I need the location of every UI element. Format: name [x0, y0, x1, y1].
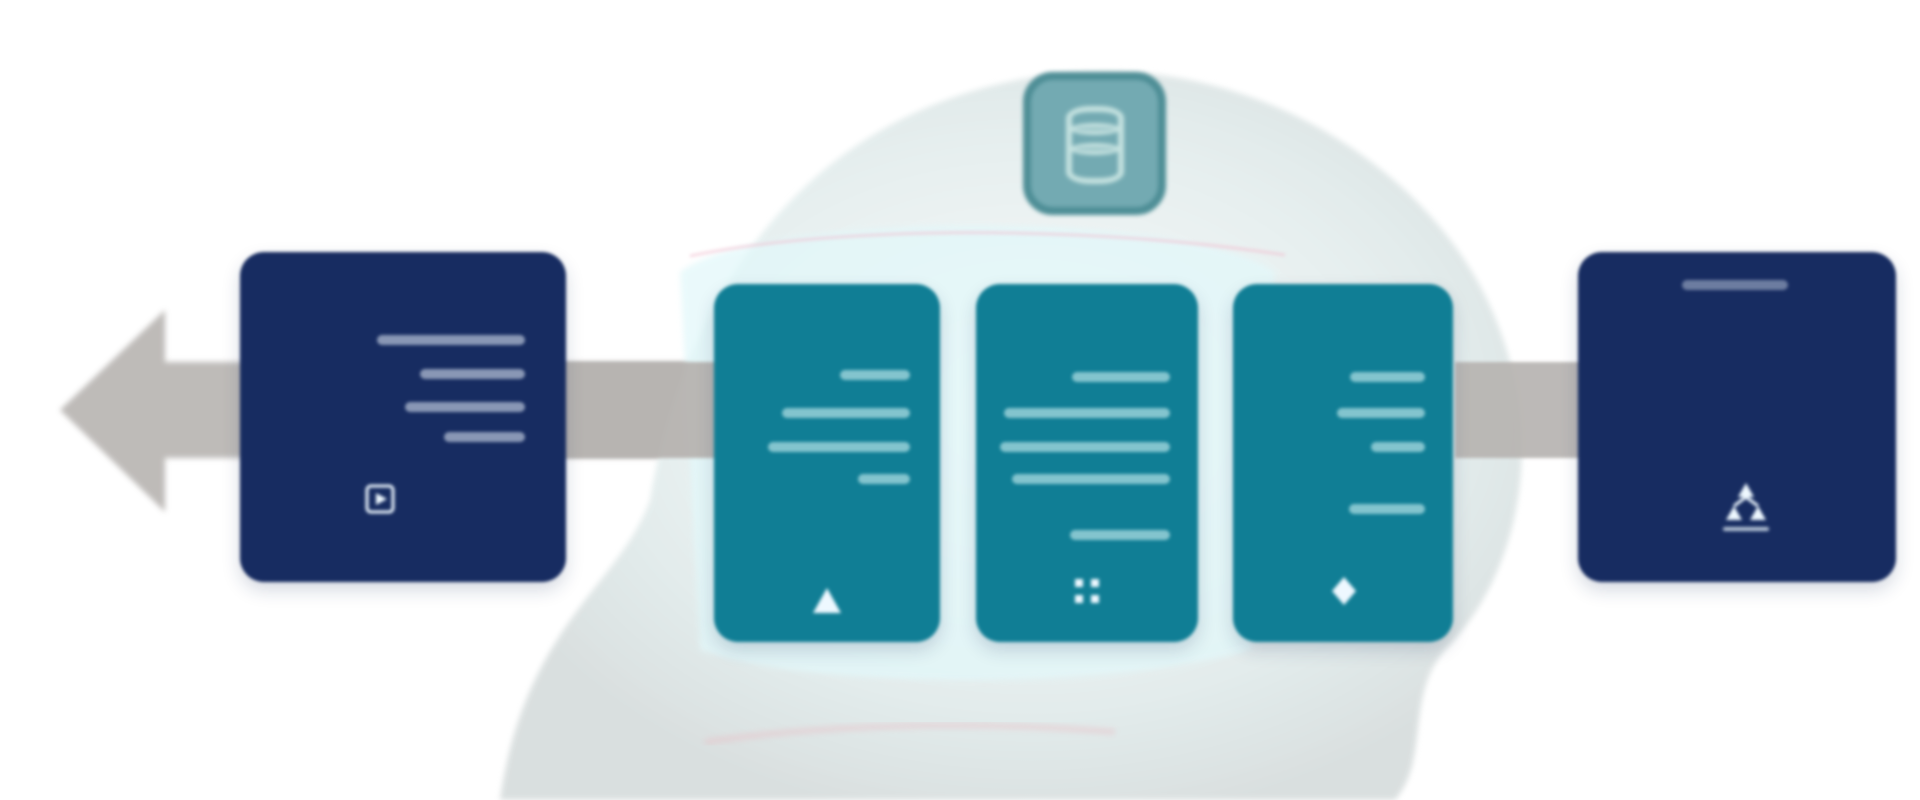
- center-accent-line: [689, 231, 1286, 258]
- left-card-title: [260, 270, 546, 288]
- teal-card-2-text-line: [1004, 408, 1170, 418]
- teal-card-2: [976, 284, 1198, 642]
- triangle-icon: [813, 588, 841, 613]
- teal-card-2-text-line: [1012, 474, 1170, 484]
- teal-card-1-text-line: [768, 442, 910, 452]
- left-card-text-line: [377, 335, 525, 345]
- left-dark-card: [240, 252, 566, 582]
- teal-card-3-text-line: [1349, 504, 1425, 514]
- teal-card-1-text-line: [840, 370, 910, 380]
- left-card-text-line: [444, 432, 525, 442]
- network-icon: [1723, 483, 1769, 531]
- left-connector: [560, 362, 720, 458]
- teal-card-3-title: [1253, 302, 1433, 320]
- teal-card-1-title: [734, 302, 920, 320]
- left-card-text-line: [420, 369, 525, 379]
- teal-card-2-text-line: [1070, 530, 1170, 540]
- teal-card-1-text-line: [858, 474, 910, 484]
- database-drum-icon: [1066, 106, 1124, 184]
- left-card-text-line: [405, 402, 525, 412]
- grid-icon: [1075, 579, 1099, 603]
- center-section-label: [942, 234, 1242, 254]
- right-connector: [1455, 362, 1585, 458]
- teal-card-1-text-line: [782, 408, 910, 418]
- teal-card-3-text-line: [1337, 408, 1425, 418]
- teal-card-1: [714, 284, 940, 642]
- teal-card-3-text-line: [1350, 372, 1425, 382]
- teal-card-2-title: [996, 302, 1178, 320]
- teal-card-2-text-line: [1072, 372, 1170, 382]
- database-icon: [1023, 72, 1166, 215]
- teal-card-3-text-line: [1371, 442, 1425, 452]
- teal-card-2-text-line: [1000, 442, 1170, 452]
- lower-halo-accent: [704, 722, 1116, 745]
- diamond-icon: [1332, 577, 1356, 605]
- right-card-text-line: [1682, 280, 1788, 290]
- teal-card-3: [1233, 284, 1453, 642]
- right-dark-card: [1578, 252, 1896, 582]
- play-icon: [365, 484, 395, 514]
